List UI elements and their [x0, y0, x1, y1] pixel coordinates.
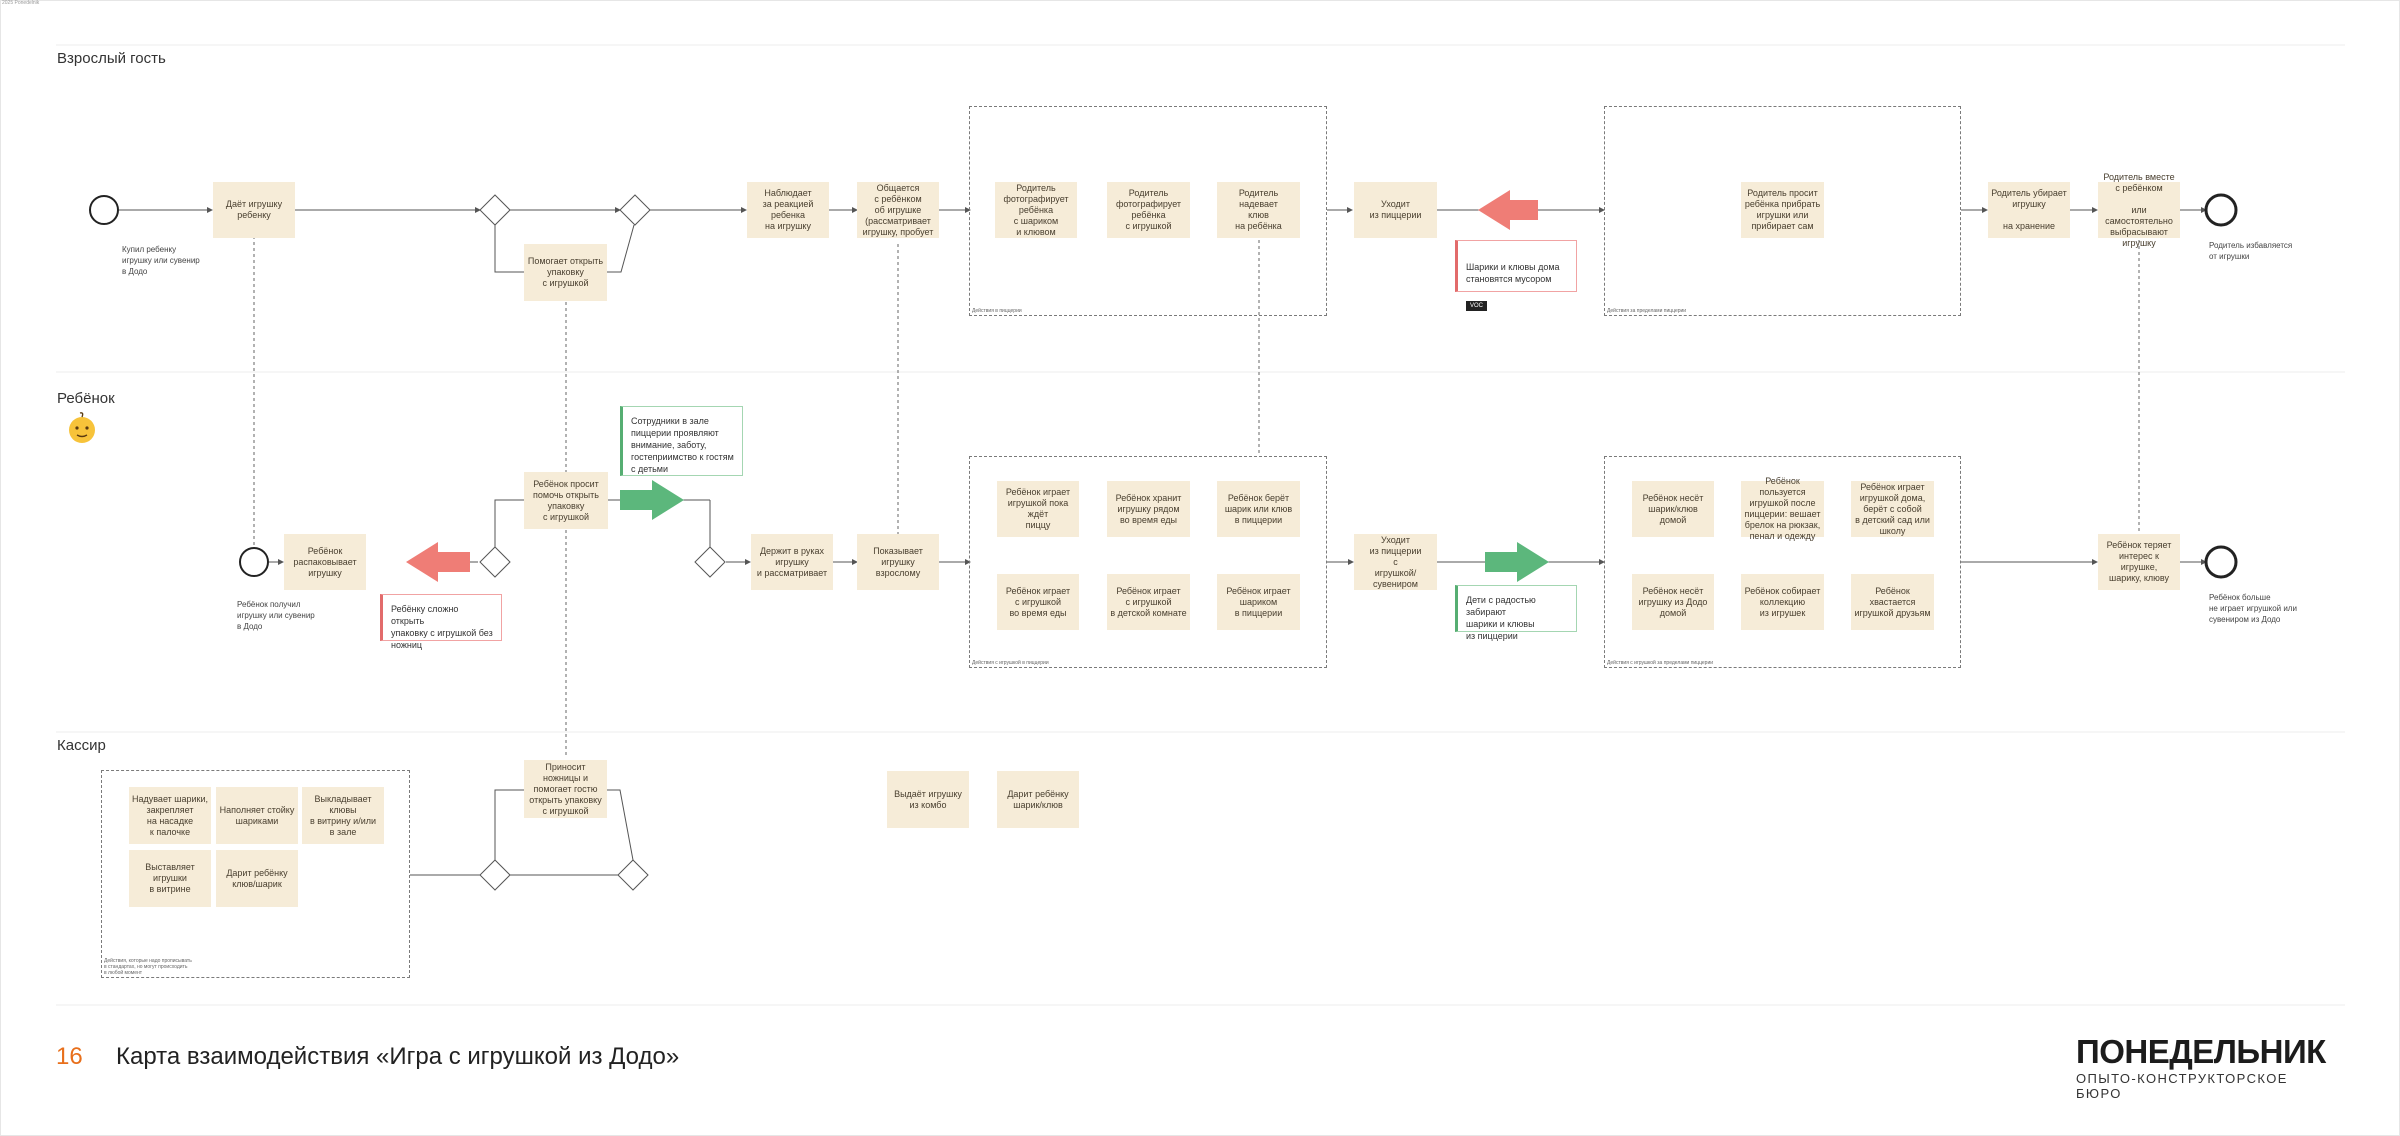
- page-tag: 2025 Ponedelnik: [2, 0, 40, 6]
- page-title: Карта взаимодействия «Игра с игрушкой из…: [116, 1043, 680, 1070]
- sticky-lay-beaks: Выкладывает клювы в витрину и/или в зале: [302, 787, 384, 844]
- sticky-carry-beak: Ребёнок несёт шарик/клюв домой: [1632, 481, 1714, 537]
- sticky-photo-toy: Родитель фотографирует ребёнка с игрушко…: [1107, 182, 1190, 238]
- frame-label: Действия с игрушкой за пределами пиццери…: [1607, 660, 1714, 666]
- sticky-leave-pizzeria: Уходит из пиццерии: [1354, 182, 1437, 238]
- sticky-lose-interest: Ребёнок теряет интерес к игрушке, шарику…: [2098, 534, 2180, 590]
- note-trash: Шарики и клювы дома становятся мусором V…: [1455, 240, 1577, 311]
- frame-child-pizzeria: Действия с игрушкой в пиццерии: [969, 456, 1327, 668]
- voc-tag: VOC: [1466, 301, 1488, 311]
- sticky-display-toys: Выставляет игрушки в витрине: [129, 850, 211, 907]
- green-arrow-staff: [620, 480, 684, 520]
- sticky-watch-reaction: Наблюдает за реакцией ребенка на игрушку: [747, 182, 829, 238]
- sticky-throw-away: Родитель вместе с ребёнком или самостоят…: [2098, 172, 2180, 248]
- sticky-play-wait: Ребёнок играет игрушкой пока ждёт пиццу: [997, 481, 1079, 537]
- caption-child-start: Ребёнок получил игрушку или сувенир в До…: [237, 600, 315, 631]
- adult-start-node: [89, 195, 119, 225]
- lane-title-adult: Взрослый гость: [57, 50, 166, 67]
- green-arrow-happy: [1485, 542, 1549, 582]
- red-arrow-trash: [1478, 190, 1538, 230]
- frame-label: Действия в пиццерии: [972, 308, 1022, 314]
- frame-label: Действия, которые надо прописывать в ста…: [104, 958, 192, 976]
- sticky-carry-toy: Ребёнок несёт игрушку из Додо домой: [1632, 574, 1714, 630]
- caption-child-end: Ребёнок больше не играет игрушкой или су…: [2209, 593, 2297, 624]
- sticky-use-toy: Ребёнок пользуется игрушкой после пиццер…: [1741, 476, 1824, 541]
- decision-diamond: [479, 859, 511, 891]
- sticky-hold-toy: Держит в руках игрушку и рассматривает: [751, 534, 833, 590]
- sticky-store-toy: Родитель убирает игрушку на хранение: [1988, 182, 2070, 238]
- sticky-help-open: Помогает открыть упаковку с игрушкой: [524, 244, 607, 301]
- sticky-show-adult: Показывает игрушку взрослому: [857, 534, 939, 590]
- decision-diamond: [479, 194, 511, 226]
- frame-adult-after: Действия за пределами пиццерии: [1604, 106, 1961, 316]
- sticky-play-room: Ребёнок играет с игрушкой в детской комн…: [1107, 574, 1190, 630]
- red-arrow-package: [406, 542, 470, 582]
- sticky-fill-stand: Наполняет стойку шариками: [216, 787, 298, 844]
- sticky-talk-about-toy: Общается с ребёнком об игрушке (рассматр…: [857, 182, 939, 238]
- frame-cashier: Действия, которые надо прописывать в ста…: [101, 770, 410, 978]
- sticky-gift-ball: Дарит ребёнку шарик/клюв: [997, 771, 1079, 828]
- baby-icon: [69, 412, 95, 443]
- frame-label: Действия с игрушкой в пиццерии: [972, 660, 1049, 666]
- decision-diamond: [694, 546, 726, 578]
- brand-subtitle: ОПЫТО-КОНСТРУКТОРСКОЕ БЮРО: [2076, 1071, 2288, 1101]
- sticky-collect: Ребёнок собирает коллекцию из игрушек: [1741, 574, 1824, 630]
- brand-logo: ПОНЕДЕЛЬНИК ОПЫТО-КОНСТРУКТОРСКОЕ БЮРО: [2076, 1033, 2338, 1102]
- page-number: 16: [56, 1043, 83, 1070]
- child-end-node: [2204, 545, 2238, 579]
- caption-adult-end: Родитель избавляется от игрушки: [2209, 241, 2293, 261]
- child-start-node: [239, 547, 269, 577]
- sticky-keep-near: Ребёнок хранит игрушку рядом во время ед…: [1107, 481, 1190, 537]
- note-text: Шарики и клювы дома становятся мусором: [1466, 262, 1560, 284]
- sticky-ask-help: Ребёнок просит помочь открыть упаковку с…: [524, 472, 608, 529]
- frame-adult-pizzeria: Действия в пиццерии: [969, 106, 1327, 316]
- sticky-give-toy: Даёт игрушку ребенку: [213, 182, 295, 238]
- sticky-gift-beak: Дарит ребёнку клюв/шарик: [216, 850, 298, 907]
- sticky-ask-tidy: Родитель просит ребёнка прибрать игрушки…: [1741, 182, 1824, 238]
- brand-name: ПОНЕДЕЛЬНИК: [2076, 1033, 2326, 1070]
- sticky-unpack: Ребёнок распаковывает игрушку: [284, 534, 366, 590]
- lane-title-cashier: Кассир: [57, 737, 106, 754]
- sticky-play-home: Ребёнок играет игрушкой дома, берёт с со…: [1851, 481, 1934, 537]
- note-happy-kids: Дети с радостью забирают шарики и клювы …: [1455, 585, 1577, 641]
- sticky-play-ball: Ребёнок играет шариком в пиццерии: [1217, 574, 1300, 630]
- lane-title-child: Ребёнок: [57, 390, 115, 407]
- note-staff-care: Сотрудники в зале пиццерии проявляют вни…: [620, 406, 743, 476]
- sticky-boast: Ребёнок хвастается игрушкой друзьям: [1851, 574, 1934, 630]
- sticky-give-combo: Выдаёт игрушку из комбо: [887, 771, 969, 828]
- caption-adult-start: Купил ребенку игрушку или сувенир в Додо: [122, 245, 200, 276]
- frame-label: Действия за пределами пиццерии: [1607, 308, 1687, 314]
- decision-diamond: [479, 546, 511, 578]
- adult-end-node: [2204, 193, 2238, 227]
- frame-child-after: Действия с игрушкой за пределами пиццери…: [1604, 456, 1961, 668]
- sticky-take-ball: Ребёнок берёт шарик или клюв в пиццерии: [1217, 481, 1300, 537]
- sticky-put-beak: Родитель надевает клюв на ребёнка: [1217, 182, 1300, 238]
- sticky-bring-scissors: Приносит ножницы и помогает гостю открыт…: [524, 760, 607, 818]
- decision-diamond: [617, 859, 649, 891]
- sticky-play-eat: Ребёнок играет с игрушкой во время еды: [997, 574, 1079, 630]
- note-hard-package: Ребёнку сложно открыть упаковку с игрушк…: [380, 594, 502, 650]
- sticky-photo-beak: Родитель фотографирует ребёнка с шариком…: [995, 182, 1077, 238]
- decision-diamond: [619, 194, 651, 226]
- sticky-leave-with-toy: Уходит из пиццерии с игрушкой/сувениром: [1354, 534, 1437, 590]
- sticky-inflate: Надувает шарики, закрепляет на насадке к…: [129, 787, 211, 844]
